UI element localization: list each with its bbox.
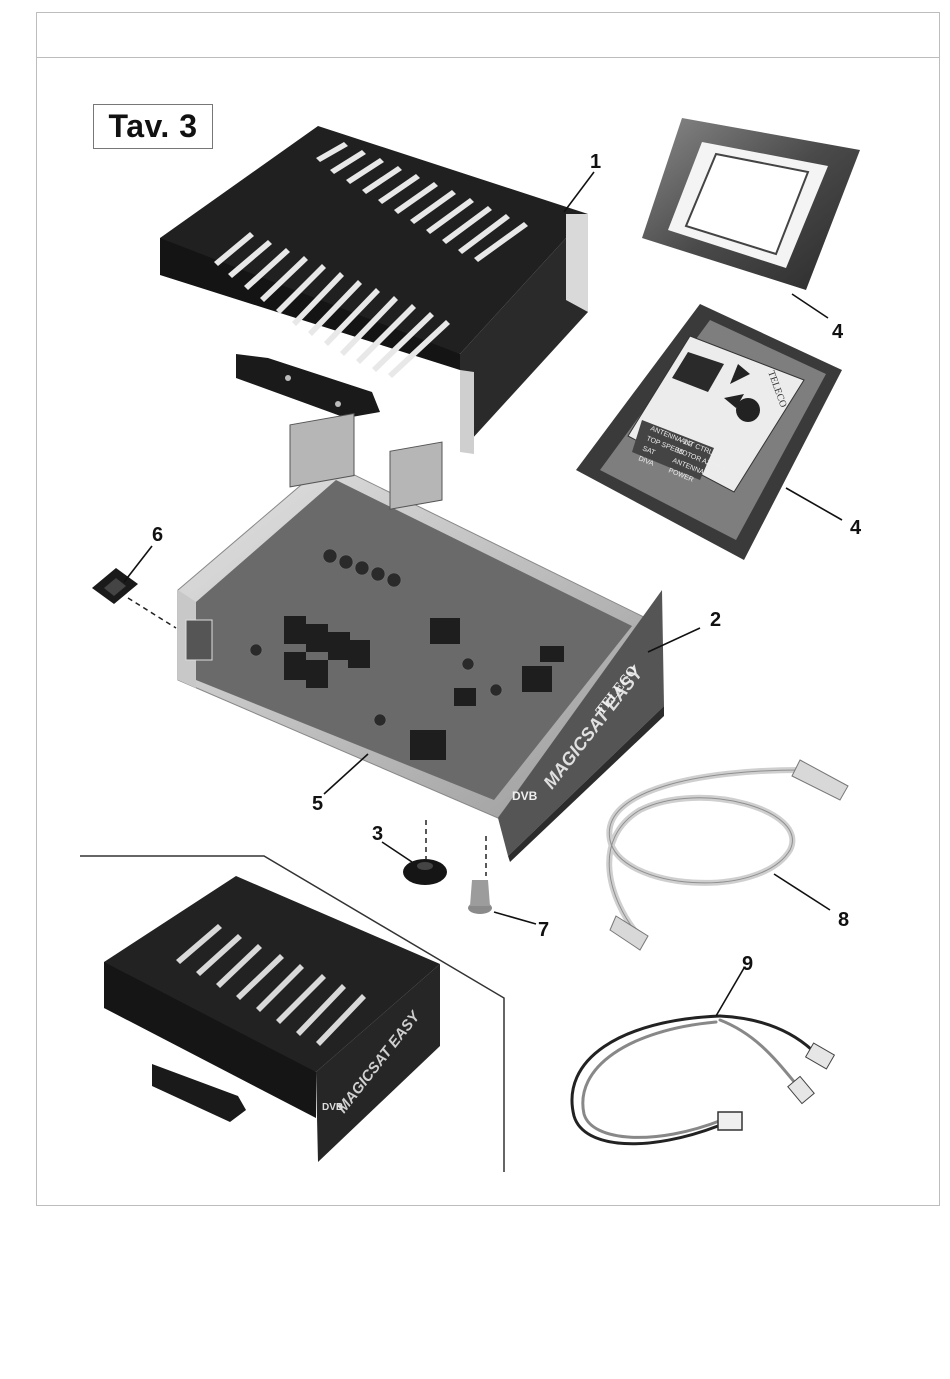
callout-6: 6 xyxy=(152,525,163,545)
callout-4b: 4 xyxy=(850,518,861,538)
cover-part-1 xyxy=(160,126,588,454)
callout-8: 8 xyxy=(838,910,849,930)
assembled-unit-dvb: DVB xyxy=(322,1102,343,1113)
callout-3: 3 xyxy=(372,824,383,844)
cable-part-8 xyxy=(609,760,848,950)
front-panel-dvb: DVB xyxy=(512,789,538,803)
bezel-part-4a xyxy=(642,118,860,290)
callout-2: 2 xyxy=(710,610,721,630)
callout-9: 9 xyxy=(742,954,753,974)
callout-1: 1 xyxy=(590,152,601,172)
harness-part-9 xyxy=(572,1016,834,1144)
foot-part-3 xyxy=(403,820,447,885)
callout-4a: 4 xyxy=(832,322,843,342)
assembled-unit: MAGICSAT EASY DVB xyxy=(104,876,440,1162)
spacer-part-7 xyxy=(468,836,492,914)
fuse-part-6 xyxy=(92,568,176,628)
callout-7: 7 xyxy=(538,920,549,940)
keypad-part-4b: ANTENNA 1/2 TOP SPEED SAT DIVA ANT CTRL … xyxy=(576,304,842,560)
callout-5: 5 xyxy=(312,794,323,814)
